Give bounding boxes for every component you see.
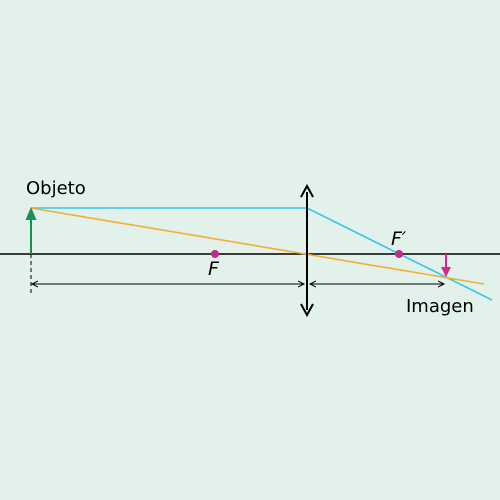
object-arrow-icon xyxy=(25,207,37,254)
converging-lens-icon xyxy=(300,183,314,318)
focal-point-back xyxy=(395,250,403,258)
focal-point-front xyxy=(211,250,219,258)
focal-back-label: F′ xyxy=(391,228,407,250)
image-arrow-icon xyxy=(441,254,451,277)
central-ray xyxy=(30,207,485,285)
object-label: Objeto xyxy=(26,178,86,199)
focal-front-label: F xyxy=(208,258,220,280)
image-label: Imagen xyxy=(406,296,474,317)
